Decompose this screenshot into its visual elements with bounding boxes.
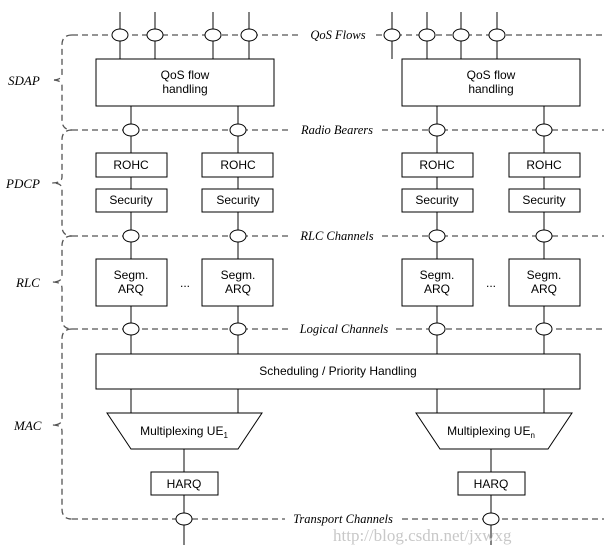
ellipsis: ... — [486, 276, 496, 290]
qos-flow-handling-left: QoS flow handling — [95, 58, 275, 107]
rohc-block: ROHC — [201, 152, 274, 178]
harq-block: HARQ — [150, 471, 219, 496]
segm-arq-block: Segm.ARQ — [95, 258, 168, 307]
label-radio-bearers: Radio Bearers — [300, 123, 373, 137]
svg-text:HARQ: HARQ — [167, 477, 202, 491]
svg-text:Security: Security — [522, 193, 565, 207]
svg-text:ARQ: ARQ — [424, 282, 450, 296]
svg-text:Security: Security — [415, 193, 458, 207]
svg-text:Scheduling / Priority Handling: Scheduling / Priority Handling — [259, 364, 416, 378]
label-qos-flows: QoS Flows — [310, 28, 365, 42]
segm-arq-block: Segm.ARQ — [201, 258, 274, 307]
layer-label-rlc: RLC — [15, 275, 40, 290]
svg-text:ROHC: ROHC — [419, 158, 455, 172]
svg-text:handling: handling — [468, 82, 513, 96]
ellipsis: ... — [180, 276, 190, 290]
svg-text:QoS flow: QoS flow — [467, 68, 516, 82]
multiplexing-ue1-block: Multiplexing UE1 — [106, 412, 263, 450]
svg-text:Security: Security — [216, 193, 259, 207]
label-transport-channels: Transport Channels — [293, 512, 393, 526]
svg-text:ROHC: ROHC — [113, 158, 149, 172]
svg-text:ROHC: ROHC — [220, 158, 256, 172]
rohc-block: ROHC — [508, 152, 581, 178]
label-rlc-channels: RLC Channels — [299, 229, 373, 243]
rohc-block: ROHC — [401, 152, 474, 178]
svg-text:Multiplexing UE1: Multiplexing UE1 — [140, 424, 228, 440]
svg-text:ARQ: ARQ — [118, 282, 144, 296]
scheduling-priority-block: Scheduling / Priority Handling — [95, 353, 581, 390]
segm-arq-block: Segm.ARQ — [401, 258, 474, 307]
security-block: Security — [508, 188, 581, 213]
svg-text:ARQ: ARQ — [225, 282, 251, 296]
security-block: Security — [201, 188, 274, 213]
layer-label-pdcp: PDCP — [5, 176, 40, 191]
multiplexing-uen-block: Multiplexing UEn — [415, 412, 573, 450]
svg-text:ARQ: ARQ — [531, 282, 557, 296]
harq-block: HARQ — [457, 471, 526, 496]
watermark: http://blog.csdn.net/jxwxg — [333, 526, 512, 545]
layer-label-mac: MAC — [13, 418, 42, 433]
security-block: Security — [95, 188, 168, 213]
svg-text:Segm.: Segm. — [527, 268, 562, 282]
channel-ovals — [111, 28, 553, 526]
svg-text:Segm.: Segm. — [221, 268, 256, 282]
svg-text:Multiplexing UEn: Multiplexing UEn — [447, 424, 535, 440]
svg-text:handling: handling — [162, 82, 207, 96]
qos-flow-handling-right: QoS flow handling — [401, 58, 581, 107]
svg-text:Segm.: Segm. — [420, 268, 455, 282]
svg-text:QoS flow: QoS flow — [161, 68, 210, 82]
segm-arq-block: Segm.ARQ — [508, 258, 581, 307]
rohc-block: ROHC — [95, 152, 168, 178]
svg-text:ROHC: ROHC — [526, 158, 562, 172]
svg-text:Security: Security — [109, 193, 152, 207]
label-logical-channels: Logical Channels — [299, 322, 389, 336]
layer-label-sdap: SDAP — [8, 73, 40, 88]
security-block: Security — [401, 188, 474, 213]
svg-text:Segm.: Segm. — [114, 268, 149, 282]
svg-text:HARQ: HARQ — [474, 477, 509, 491]
